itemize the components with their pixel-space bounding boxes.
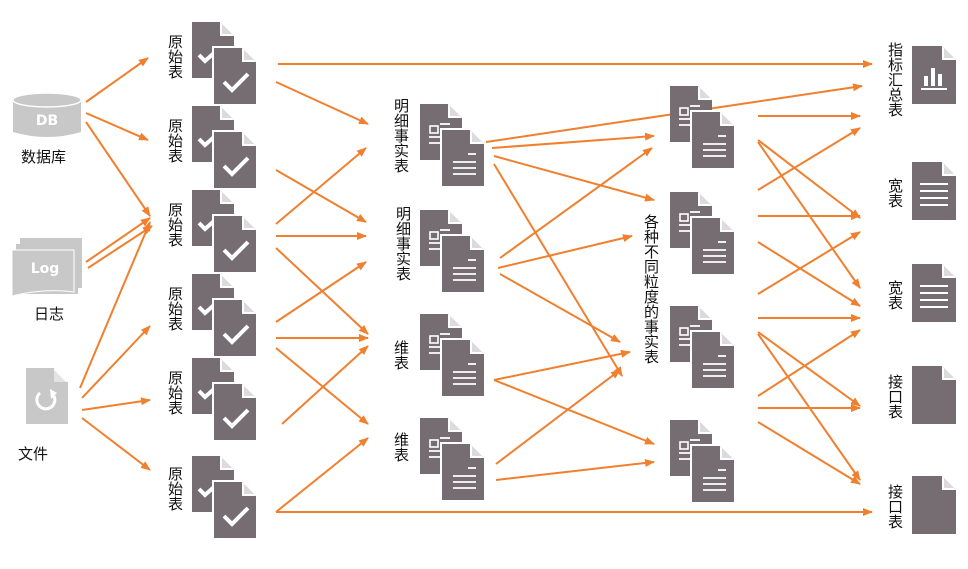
flow-arrow <box>275 261 367 323</box>
lines-doc-icon <box>912 162 956 220</box>
lines-doc-icon <box>912 264 956 322</box>
flow-arrow <box>275 81 369 125</box>
dimension-table-icon <box>420 418 486 502</box>
raw-table-label: 原始表 <box>166 286 184 331</box>
file-refresh-icon <box>26 368 68 424</box>
output-label-interface-table: 接口表 <box>886 484 904 529</box>
flow-arrow <box>493 155 655 202</box>
raw-table-label: 原始表 <box>166 34 184 79</box>
raw-table-icon <box>192 22 258 106</box>
flow-arrow <box>757 231 861 295</box>
flow-arrow <box>493 379 655 445</box>
detail-fact-table-label: 明细事实表 <box>394 206 412 281</box>
fact-table-icon <box>670 420 736 504</box>
flow-arrow <box>87 225 153 269</box>
flow-arrow <box>493 163 623 377</box>
flow-arrow <box>81 397 151 411</box>
raw-table-icon <box>192 190 258 274</box>
dimension-table-label: 维表 <box>392 340 410 370</box>
source-label-file: 文件 <box>18 445 49 463</box>
blank-doc-icon <box>912 476 956 534</box>
dimension-table-label: 维表 <box>392 432 410 462</box>
database-icon-text: DB <box>36 113 58 129</box>
log-icon: Log <box>11 238 82 297</box>
detail-fact-table-icon <box>420 210 486 294</box>
raw-table-icon <box>192 358 258 442</box>
fact-table-icon <box>670 306 736 390</box>
flow-arrow <box>497 234 633 269</box>
flow-arrow <box>757 331 861 407</box>
raw-table-label: 原始表 <box>166 370 184 415</box>
raw-table-icon <box>192 456 258 540</box>
fact-table-icon <box>670 192 736 276</box>
flow-arrow <box>275 347 369 425</box>
fact-table-icon <box>670 86 736 170</box>
flow-arrow <box>491 132 655 149</box>
output-label-metrics-summary: 指标汇总表 <box>886 42 904 117</box>
flow-arrow <box>79 221 151 389</box>
log-icon-text: Log <box>31 261 60 277</box>
flow-arrow <box>85 121 151 217</box>
flow-arrow <box>757 329 861 397</box>
raw-table-label: 原始表 <box>166 202 184 247</box>
fact-group-label: 各种不同粒度的事实表 <box>642 214 660 364</box>
output-label-wide-table: 宽表 <box>886 178 904 208</box>
flow-arrow <box>499 147 653 259</box>
flow-arrow <box>757 127 861 191</box>
raw-table-label: 原始表 <box>166 118 184 163</box>
flow-arrow <box>757 139 861 219</box>
raw-table-label: 原始表 <box>166 466 184 511</box>
flow-arrow <box>85 112 149 141</box>
flow-arrow <box>275 169 367 223</box>
flow-arrow <box>275 147 367 225</box>
raw-table-icon <box>192 106 258 190</box>
flow-arrows <box>79 57 873 516</box>
blank-doc-icon <box>912 366 956 424</box>
bar-chart-doc-icon <box>912 46 956 104</box>
flow-arrow <box>281 345 369 425</box>
detail-fact-table-label: 明细事实表 <box>392 98 410 173</box>
detail-fact-table-icon <box>420 104 486 188</box>
flow-arrow <box>757 241 861 307</box>
database-icon: DB <box>12 92 82 137</box>
flow-arrow <box>499 273 621 343</box>
raw-table-icon <box>192 274 258 358</box>
output-label-wide-table: 宽表 <box>886 280 904 310</box>
source-label-database: 数据库 <box>21 148 67 166</box>
flow-arrow <box>85 217 151 263</box>
flow-arrow <box>493 349 631 381</box>
flow-arrow <box>757 421 861 485</box>
flow-arrow <box>81 417 151 471</box>
flow-arrow <box>275 437 369 513</box>
output-label-interface-table: 接口表 <box>886 374 904 419</box>
flow-arrow <box>81 325 151 399</box>
dimension-table-icon <box>420 314 486 398</box>
flow-arrow <box>85 57 149 103</box>
source-label-log: 日志 <box>34 305 65 323</box>
flow-arrow <box>495 369 621 465</box>
flow-arrow <box>495 459 655 481</box>
